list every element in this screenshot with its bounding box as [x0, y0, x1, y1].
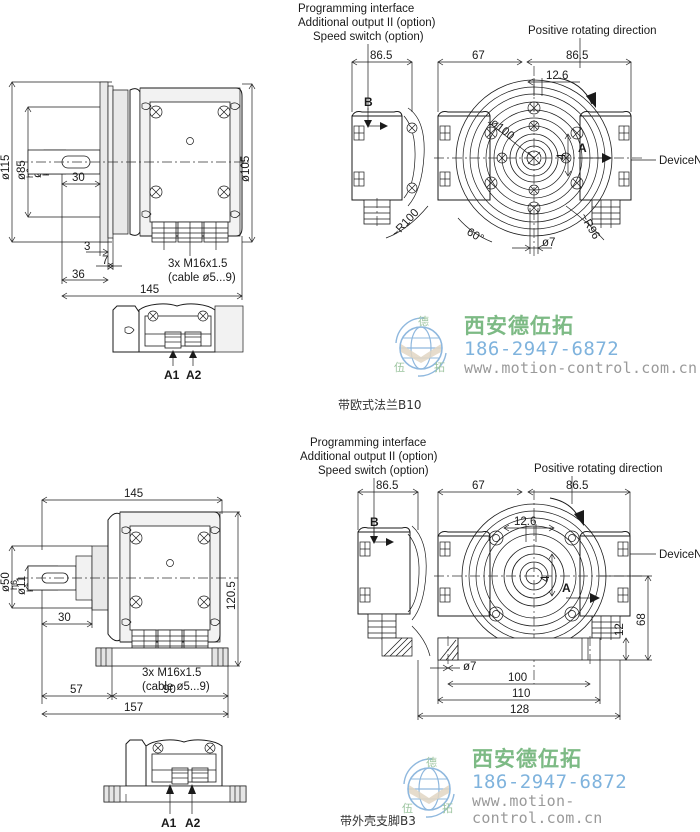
- company-logo-icon-2: 德 伍 拓: [402, 755, 455, 818]
- callout-positive-rotating-direction-b3: Positive rotating direction: [534, 463, 662, 475]
- fig-b3-side-section: 145 ø50 h6 ø11 k6: [0, 480, 290, 730]
- marker-b: B: [364, 95, 373, 109]
- callout-speed-switch: Speed switch (option): [313, 31, 424, 43]
- dim-86-5-left: 86.5: [370, 50, 392, 62]
- dim-dia11-b3: ø11: [16, 576, 28, 595]
- callout-positive-rotating-direction: Positive rotating direction: [528, 25, 656, 37]
- dim-100: 100: [508, 672, 527, 684]
- dim-57: 57: [70, 684, 83, 696]
- dim-12-6-b3: 12.6: [514, 516, 536, 528]
- label-devicenet-b3: DeviceNet: [659, 549, 700, 561]
- fig-b10-front-view: Programming interface Additional output …: [290, 0, 700, 270]
- dim-67-b3: 67: [472, 480, 485, 492]
- dim-110: 110: [512, 688, 530, 700]
- company-logo-icon: 德 伍 拓: [394, 314, 447, 377]
- fig-b10-bottom-view: A1 A2: [105, 300, 265, 382]
- marker-a-b3: A: [562, 581, 571, 595]
- dim-157: 157: [124, 702, 143, 714]
- watermark-company: 西安德伍拓: [464, 314, 574, 339]
- dim-68: 68: [636, 613, 648, 626]
- marker-a2-b3: A2: [185, 816, 201, 830]
- dim-12: 12: [614, 623, 626, 636]
- svg-text:德: 德: [426, 755, 437, 769]
- dim-dia105: ø105: [240, 156, 252, 182]
- fig-b3-bottom-view: A1 A2: [100, 739, 270, 830]
- note-gland-line1-b3: 3x M16x1.5: [142, 667, 201, 679]
- svg-text:伍: 伍: [394, 361, 405, 374]
- svg-text:伍: 伍: [402, 802, 413, 815]
- dim-dia85: ø85: [16, 160, 28, 180]
- marker-a1: A1: [164, 368, 180, 382]
- watermark-phone: 186-2947-6872: [464, 337, 620, 360]
- dim-7: 7: [102, 255, 108, 267]
- marker-a1-b3: A1: [161, 816, 177, 830]
- dim-90: 90: [163, 684, 176, 696]
- dim-30-b3: 30: [58, 612, 71, 624]
- svg-text:拓: 拓: [442, 801, 453, 815]
- svg-text:拓: 拓: [434, 360, 445, 374]
- callout-programming-interface: Programming interface: [298, 3, 414, 15]
- dim-3: 3: [84, 241, 90, 253]
- dim-dia50: ø50: [0, 572, 12, 592]
- dim-dia7-b3: ø7: [463, 661, 476, 673]
- dim-4: 4: [556, 153, 568, 160]
- callout-programming-interface-b3: Programming interface: [310, 437, 426, 449]
- label-devicenet: DeviceNet: [659, 155, 700, 167]
- callout-speed-switch-b3: Speed switch (option): [318, 465, 429, 477]
- dim-86-5-right: 86.5: [566, 50, 588, 62]
- callout-additional-output-b3: Additional output II (option): [300, 451, 438, 463]
- dim-128: 128: [510, 704, 529, 716]
- dim-120-5: 120.5: [226, 581, 238, 610]
- dim-dia50-tol: h6: [9, 580, 19, 590]
- svg-text:德: 德: [418, 314, 429, 328]
- watermark-top: 德 伍 拓 西安德伍拓 186-2947-6872 www.motion-con…: [388, 313, 697, 379]
- dim-r100: ~R100: [389, 207, 421, 240]
- note-gland-line2: (cable ø5...9): [168, 272, 236, 284]
- caption-b3: 带外壳支脚B3: [340, 814, 416, 828]
- watermark-url-2: www.motion-control.com.cn: [472, 791, 603, 827]
- dim-145-b3: 145: [124, 488, 143, 500]
- callout-additional-output: Additional output II (option): [298, 17, 436, 29]
- dim-30: 30: [72, 172, 85, 184]
- fig-b3-front-view: Programming interface Additional output …: [300, 430, 700, 730]
- dim-dia115: ø115: [0, 155, 12, 180]
- watermark-phone-2: 186-2947-6872: [472, 770, 628, 793]
- dim-12-6: 12.6: [546, 70, 568, 82]
- dim-145: 145: [140, 284, 159, 296]
- dim-angle-60: 60°: [465, 226, 486, 245]
- note-gland-line1: 3x M16x1.5: [168, 258, 227, 270]
- watermark-bottom: 德 伍 拓 西安德伍拓 186-2947-6872 www.motion-con…: [396, 747, 700, 827]
- caption-b10: 带欧式法兰B10: [338, 398, 422, 412]
- marker-b-b3: B: [370, 515, 379, 529]
- dim-36: 36: [72, 269, 85, 281]
- dim-86-5-right-b3: 86.5: [566, 480, 588, 492]
- dim-86-5-left-b3: 86.5: [376, 480, 398, 492]
- watermark-company-2: 西安德伍拓: [472, 747, 582, 771]
- dim-67: 67: [472, 50, 485, 62]
- note-gland-line2-b3: (cable ø5...9): [142, 681, 210, 693]
- watermark-url: www.motion-control.com.cn: [464, 358, 698, 377]
- dim-4-b3: 4: [540, 575, 552, 582]
- dim-dia7: ø7: [542, 237, 555, 249]
- marker-a: A: [578, 141, 587, 155]
- fig-b10-side-section: ø115 ø85 h6 ø11 k6: [0, 60, 290, 305]
- marker-a2: A2: [186, 368, 202, 382]
